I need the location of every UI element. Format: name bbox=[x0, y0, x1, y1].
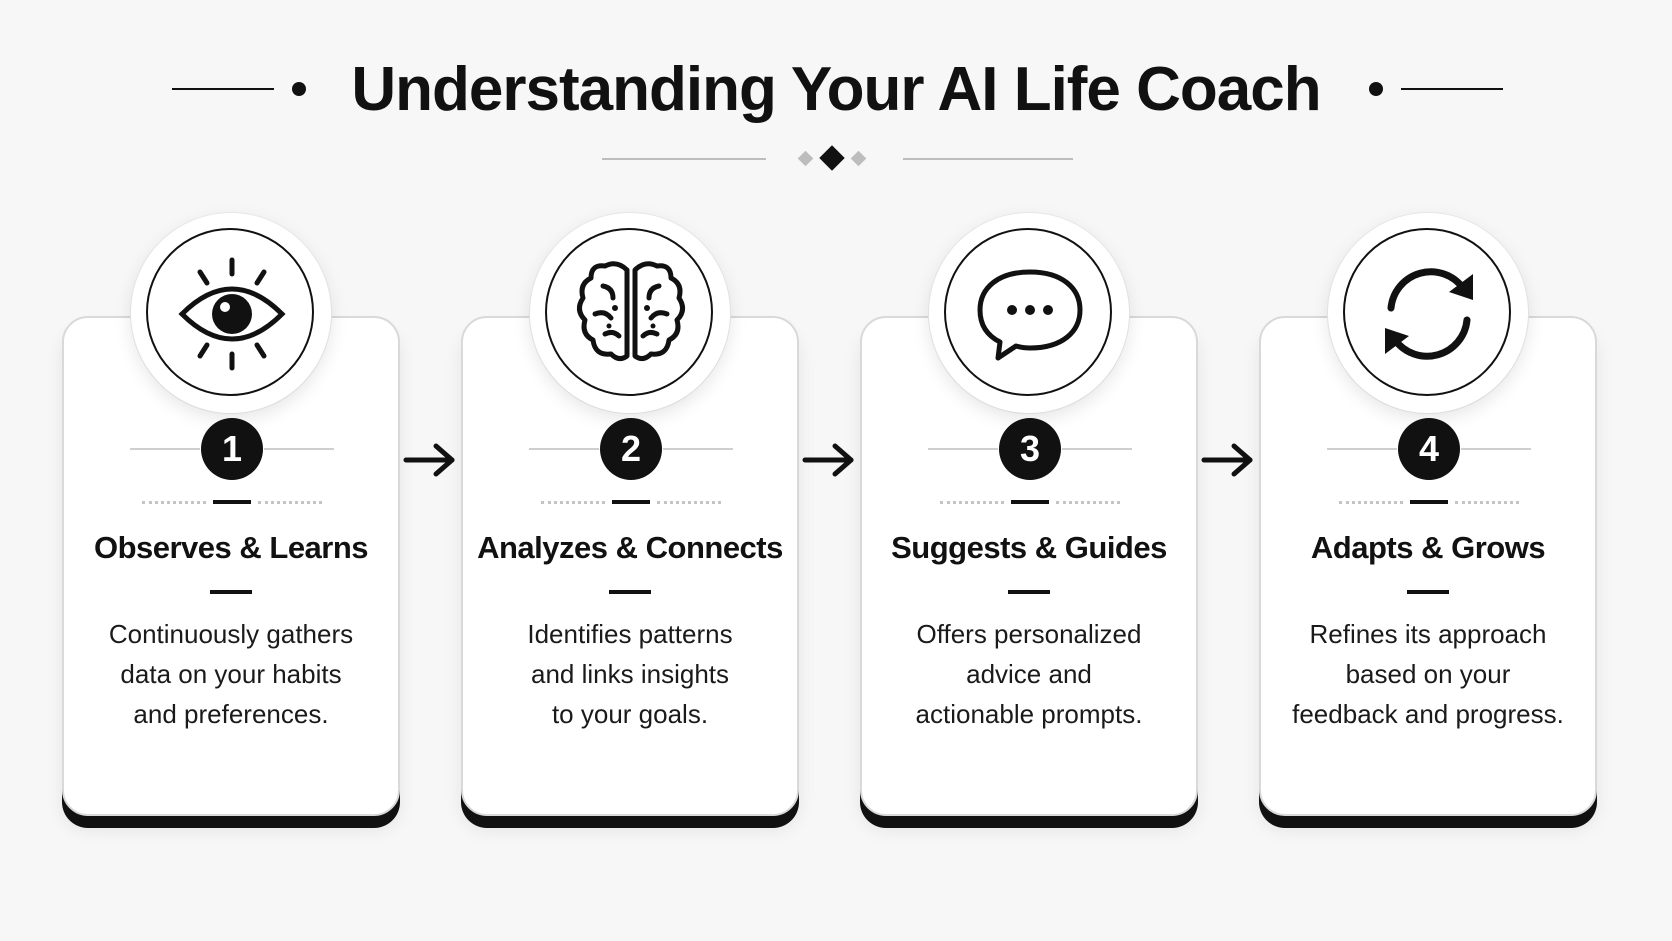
step-1-description-line: and preferences. bbox=[133, 699, 329, 729]
step-4-dash bbox=[1410, 500, 1448, 504]
header: Understanding Your AI Life Coach bbox=[0, 45, 1672, 135]
step-3-dots-right bbox=[1056, 501, 1120, 504]
step-4-description-line: based on your bbox=[1345, 659, 1511, 689]
step-4-description: Refines its approach based on your feedb… bbox=[1259, 614, 1597, 734]
step-1-dots-right bbox=[258, 501, 322, 504]
ornament-diamond-right bbox=[850, 150, 867, 167]
title-right-rule bbox=[1401, 88, 1503, 90]
step-1-dots-left bbox=[142, 501, 206, 504]
step-2-title-underline bbox=[609, 590, 651, 594]
step-2-icon-circle bbox=[530, 213, 730, 413]
step-2-description-line: and links insights bbox=[531, 659, 729, 689]
step-3-badge: 3 bbox=[999, 418, 1061, 480]
step-2-dash bbox=[612, 500, 650, 504]
step-3-description-line: advice and bbox=[966, 659, 1092, 689]
step-2-dots-right bbox=[657, 501, 721, 504]
step-4-description-line: feedback and progress. bbox=[1292, 699, 1564, 729]
page-title: Understanding Your AI Life Coach bbox=[351, 55, 1321, 124]
step-2-description-line: Identifies patterns bbox=[527, 619, 733, 649]
step-1-badge: 1 bbox=[201, 418, 263, 480]
ornament-left-rule bbox=[602, 158, 766, 160]
title-left-dot bbox=[292, 82, 306, 96]
step-1-line-right bbox=[264, 448, 334, 452]
title-left-rule bbox=[172, 88, 274, 90]
step-3-description: Offers personalized advice and actionabl… bbox=[860, 614, 1198, 734]
step-1-title-underline bbox=[210, 590, 252, 594]
ornament-diamond-center bbox=[819, 145, 845, 171]
step-3-description-line: Offers personalized bbox=[916, 619, 1142, 649]
step-4-dots-right bbox=[1455, 501, 1519, 504]
step-2-description-line: to your goals. bbox=[551, 699, 709, 729]
step-2-dots-left bbox=[541, 501, 605, 504]
refresh-cycle-icon bbox=[1385, 268, 1473, 360]
step-1-icon-circle bbox=[131, 213, 331, 413]
step-1-line-left bbox=[130, 448, 200, 452]
step-2-line-right bbox=[663, 448, 733, 452]
step-3-line-left bbox=[928, 448, 998, 452]
arrow-right-icon bbox=[403, 443, 455, 477]
step-4-badge: 4 bbox=[1398, 418, 1460, 480]
step-4-title-underline bbox=[1407, 590, 1449, 594]
step-2-title: Analyzes & Connects bbox=[477, 530, 783, 565]
step-4-line-right bbox=[1461, 448, 1531, 452]
step-3-dash bbox=[1011, 500, 1049, 504]
step-2-description: Identifies patterns and links insights t… bbox=[461, 614, 799, 734]
step-4-line-left bbox=[1327, 448, 1397, 452]
step-3-icon-circle bbox=[929, 213, 1129, 413]
step-3-description-line: actionable prompts. bbox=[915, 699, 1143, 729]
chat-bubble-icon bbox=[977, 269, 1083, 361]
step-1-description-line: data on your habits bbox=[120, 659, 342, 689]
arrow-right-icon bbox=[1201, 443, 1253, 477]
ornament-diamond-left bbox=[797, 150, 814, 167]
step-2-badge: 2 bbox=[600, 418, 662, 480]
step-4-icon-circle bbox=[1328, 213, 1528, 413]
brain-icon bbox=[577, 261, 685, 362]
ornament-right-rule bbox=[903, 158, 1073, 160]
step-4-title: Adapts & Grows bbox=[1310, 530, 1546, 565]
step-3-title: Suggests & Guides bbox=[891, 530, 1167, 565]
step-1-description: Continuously gathers data on your habits… bbox=[62, 614, 400, 734]
step-4-dots-left bbox=[1339, 501, 1403, 504]
step-1-title: Observes & Learns bbox=[93, 530, 369, 565]
step-4-description-line: Refines its approach bbox=[1309, 619, 1547, 649]
arrow-right-icon bbox=[802, 443, 854, 477]
eye-icon bbox=[178, 257, 286, 371]
step-1-dash bbox=[213, 500, 251, 504]
title-right-dot bbox=[1369, 82, 1383, 96]
step-1-description-line: Continuously gathers bbox=[108, 619, 354, 649]
step-3-line-right bbox=[1062, 448, 1132, 452]
step-3-title-underline bbox=[1008, 590, 1050, 594]
step-3-dots-left bbox=[940, 501, 1004, 504]
step-2-line-left bbox=[529, 448, 599, 452]
